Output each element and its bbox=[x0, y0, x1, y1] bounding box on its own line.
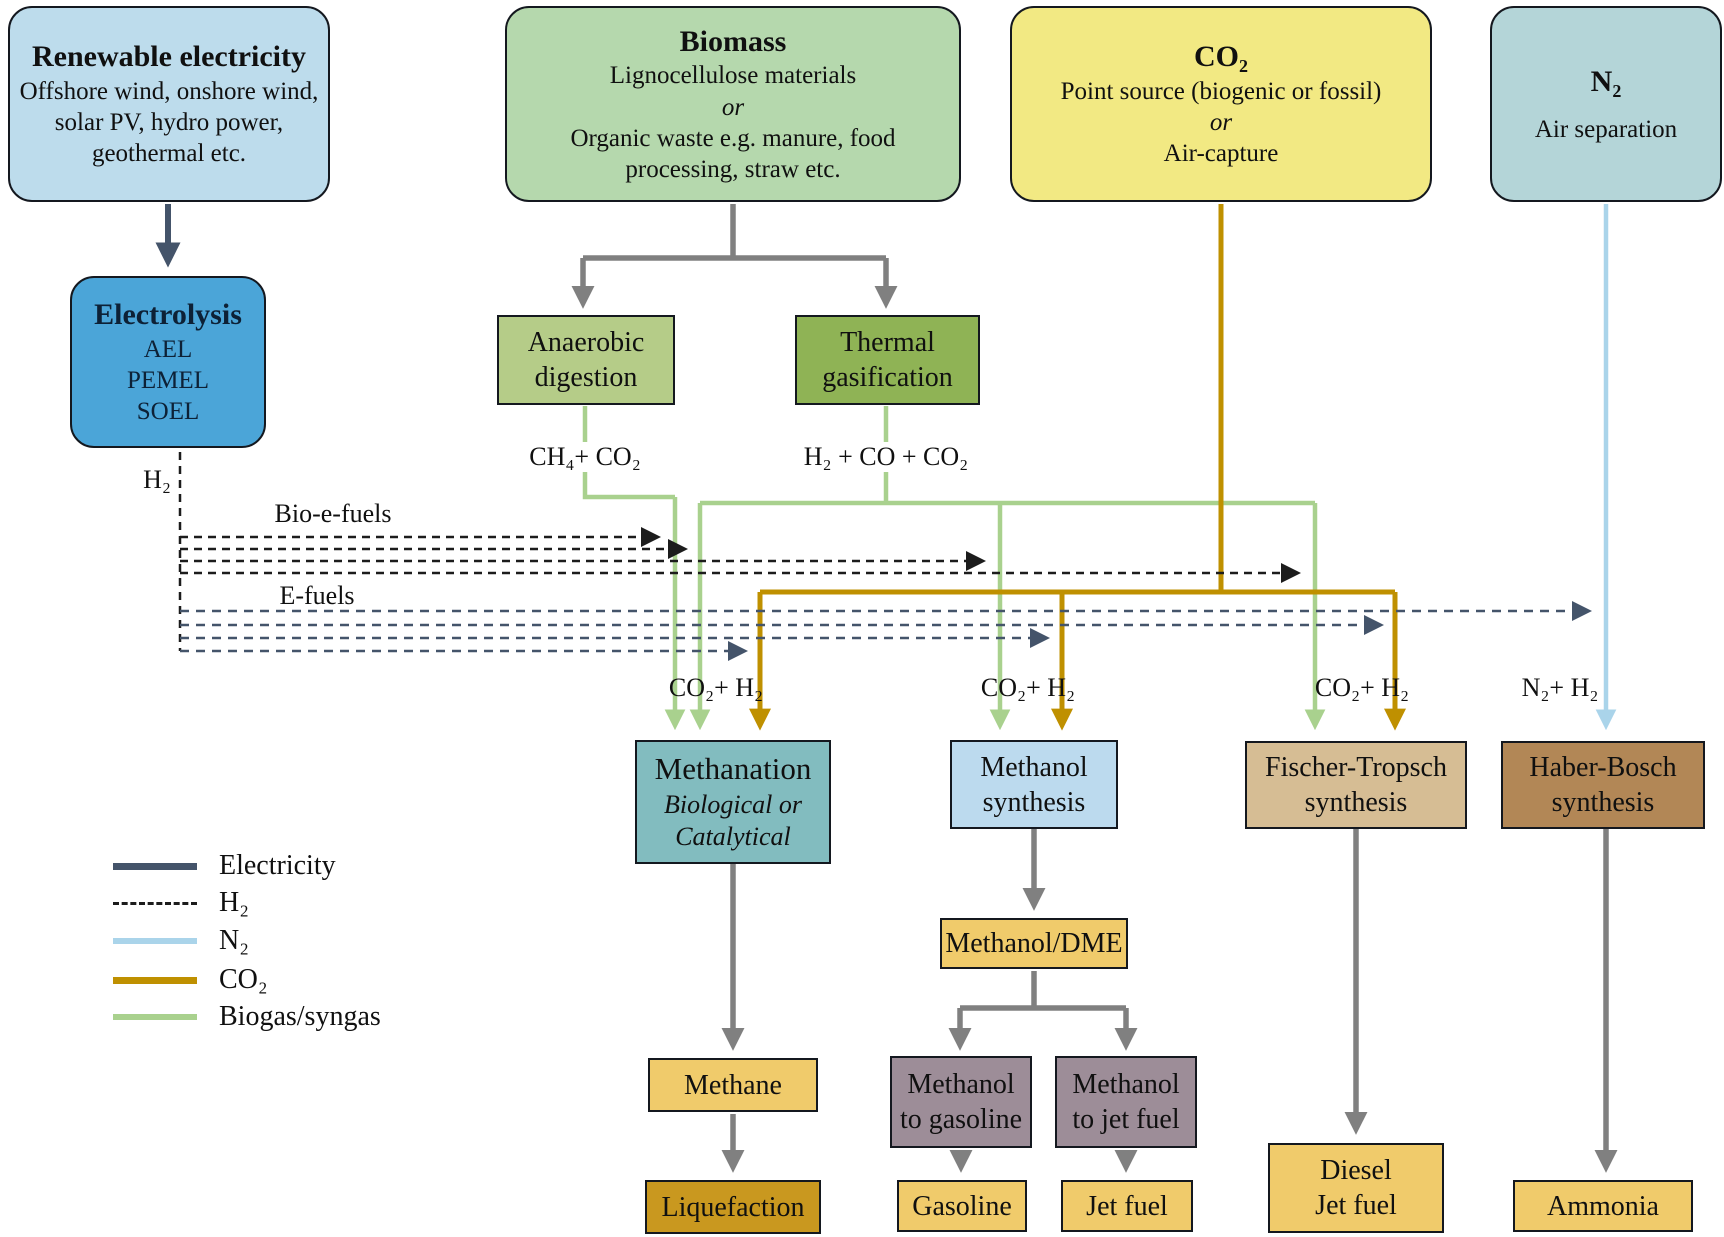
h2-line-swatch bbox=[113, 901, 197, 905]
h2-flow-label: H₂ bbox=[143, 465, 171, 494]
biomass-box: Biomass Lignocellulose materials or Orga… bbox=[505, 6, 961, 202]
methanation-subtitle: Biological or Catalytical bbox=[664, 789, 802, 852]
jet-fuel-box: Jet fuel bbox=[1061, 1180, 1193, 1232]
diesel-jet-fuel-box: Diesel Jet fuel bbox=[1268, 1143, 1444, 1233]
electrolysis-title: Electrolysis bbox=[94, 298, 242, 332]
renewable-electricity-body: Offshore wind, onshore wind, solar PV, h… bbox=[19, 77, 319, 168]
haber-bosch-label: Haber-Bosch synthesis bbox=[1529, 752, 1677, 818]
biogas-line-swatch bbox=[113, 1014, 197, 1020]
methanol-synthesis-box: Methanol synthesis bbox=[950, 740, 1118, 829]
methanol-to-gasoline-label: Methanol to gasoline bbox=[899, 1069, 1023, 1135]
legend-item-co2: CO₂ bbox=[113, 963, 268, 997]
methanation-box: Methanation Biological or Catalytical bbox=[635, 740, 831, 864]
n2-h2-label: N₂+ H₂ bbox=[1521, 673, 1599, 702]
methanol-to-jet-fuel-box: Methanol to jet fuel bbox=[1055, 1056, 1197, 1148]
liquefaction-label: Liquefaction bbox=[661, 1191, 805, 1223]
biomass-line1: Lignocellulose materials bbox=[609, 62, 857, 90]
thermal-gasification-box: Thermal gasification bbox=[795, 315, 980, 405]
legend-item-biogas: Biogas/syngas bbox=[113, 1000, 381, 1034]
liquefaction-box: Liquefaction bbox=[645, 1180, 821, 1234]
legend-label-h2: H₂ bbox=[219, 887, 249, 918]
fischer-tropsch-label: Fischer-Tropsch synthesis bbox=[1265, 752, 1447, 818]
methanol-dme-label: Methanol/DME bbox=[945, 928, 1123, 959]
gasoline-label: Gasoline bbox=[912, 1190, 1012, 1222]
renewable-electricity-box: Renewable electricity Offshore wind, ons… bbox=[8, 6, 330, 202]
n2-source-box: N₂ Air separation bbox=[1490, 6, 1722, 202]
electrolysis-line-pemel: PEMEL bbox=[127, 367, 209, 395]
legend-label-n2: N₂ bbox=[219, 925, 249, 956]
n2-source-line1: Air separation bbox=[1534, 116, 1678, 144]
biomass-title: Biomass bbox=[679, 24, 787, 58]
methanol-synthesis-label: Methanol synthesis bbox=[980, 751, 1088, 818]
co2-source-box: CO₂ Point source (biogenic or fossil) or… bbox=[1010, 6, 1432, 202]
methanol-to-gasoline-box: Methanol to gasoline bbox=[890, 1056, 1032, 1148]
h2-bio-e-fuel-lines bbox=[178, 452, 1301, 651]
gasoline-box: Gasoline bbox=[897, 1180, 1027, 1232]
electrolysis-box: Electrolysis AEL PEMEL SOEL bbox=[70, 276, 266, 448]
diesel-jet-fuel-label: Diesel Jet fuel bbox=[1315, 1155, 1397, 1221]
fischer-tropsch-box: Fischer-Tropsch synthesis bbox=[1245, 741, 1467, 829]
co2-source-title: CO₂ bbox=[1194, 40, 1248, 74]
methanation-title: Methanation bbox=[654, 751, 812, 787]
methane-box: Methane bbox=[648, 1058, 818, 1112]
electrolysis-line-ael: AEL bbox=[143, 335, 193, 363]
biogas-flow-label: CH₄+ CO₂ bbox=[521, 442, 649, 472]
bio-e-fuels-label: Bio-e-fuels bbox=[274, 499, 392, 528]
n2-line-swatch bbox=[113, 938, 197, 944]
legend-item-n2: N₂ bbox=[113, 924, 249, 958]
co2-source-line2: Air-capture bbox=[1163, 140, 1279, 168]
legend-item-h2: H₂ bbox=[113, 886, 249, 920]
electrolysis-line-soel: SOEL bbox=[136, 398, 200, 426]
jet-fuel-label: Jet fuel bbox=[1086, 1190, 1168, 1222]
e-fuels-label: E-fuels bbox=[279, 581, 355, 610]
methanol-to-jet-fuel-label: Methanol to jet fuel bbox=[1072, 1069, 1180, 1135]
ammonia-box: Ammonia bbox=[1513, 1180, 1693, 1232]
legend-item-electricity: Electricity bbox=[113, 849, 336, 883]
legend-label-electricity: Electricity bbox=[219, 850, 336, 881]
methanol-dme-box: Methanol/DME bbox=[940, 918, 1128, 969]
co2-h2-methanation-label: CO₂+ H₂ bbox=[668, 673, 764, 702]
methane-label: Methane bbox=[684, 1069, 782, 1101]
anaerobic-digestion-box: Anaerobic digestion bbox=[497, 315, 675, 405]
co2-line-swatch bbox=[113, 976, 197, 984]
ammonia-label: Ammonia bbox=[1547, 1190, 1659, 1222]
haber-bosch-box: Haber-Bosch synthesis bbox=[1501, 741, 1705, 829]
co2-h2-ft-label: CO₂+ H₂ bbox=[1314, 673, 1410, 702]
legend-label-co2: CO₂ bbox=[219, 964, 268, 995]
biomass-line2: Organic waste e.g. manure, food processi… bbox=[570, 124, 896, 183]
electricity-line-swatch bbox=[113, 862, 197, 870]
co2-source-line1: Point source (biogenic or fossil) bbox=[1060, 77, 1382, 105]
n2-source-title: N₂ bbox=[1590, 64, 1622, 98]
co2-h2-methanol-label: CO₂+ H₂ bbox=[980, 673, 1076, 702]
h2-e-fuel-lines bbox=[180, 601, 1592, 661]
biogas-syngas-lines bbox=[582, 406, 1326, 731]
renewable-electricity-title: Renewable electricity bbox=[31, 40, 307, 74]
biomass-split-arrows bbox=[571, 204, 898, 309]
thermal-gasification-label: Thermal gasification bbox=[822, 327, 953, 393]
syngas-flow-label: H₂ + CO + CO₂ bbox=[795, 442, 977, 472]
co2-source-or: or bbox=[1209, 109, 1233, 137]
co2-lines bbox=[748, 204, 1407, 731]
legend-label-biogas: Biogas/syngas bbox=[219, 1001, 381, 1032]
product-arrows bbox=[721, 829, 1618, 1173]
biomass-or: or bbox=[721, 93, 745, 121]
anaerobic-digestion-label: Anaerobic digestion bbox=[527, 327, 645, 393]
